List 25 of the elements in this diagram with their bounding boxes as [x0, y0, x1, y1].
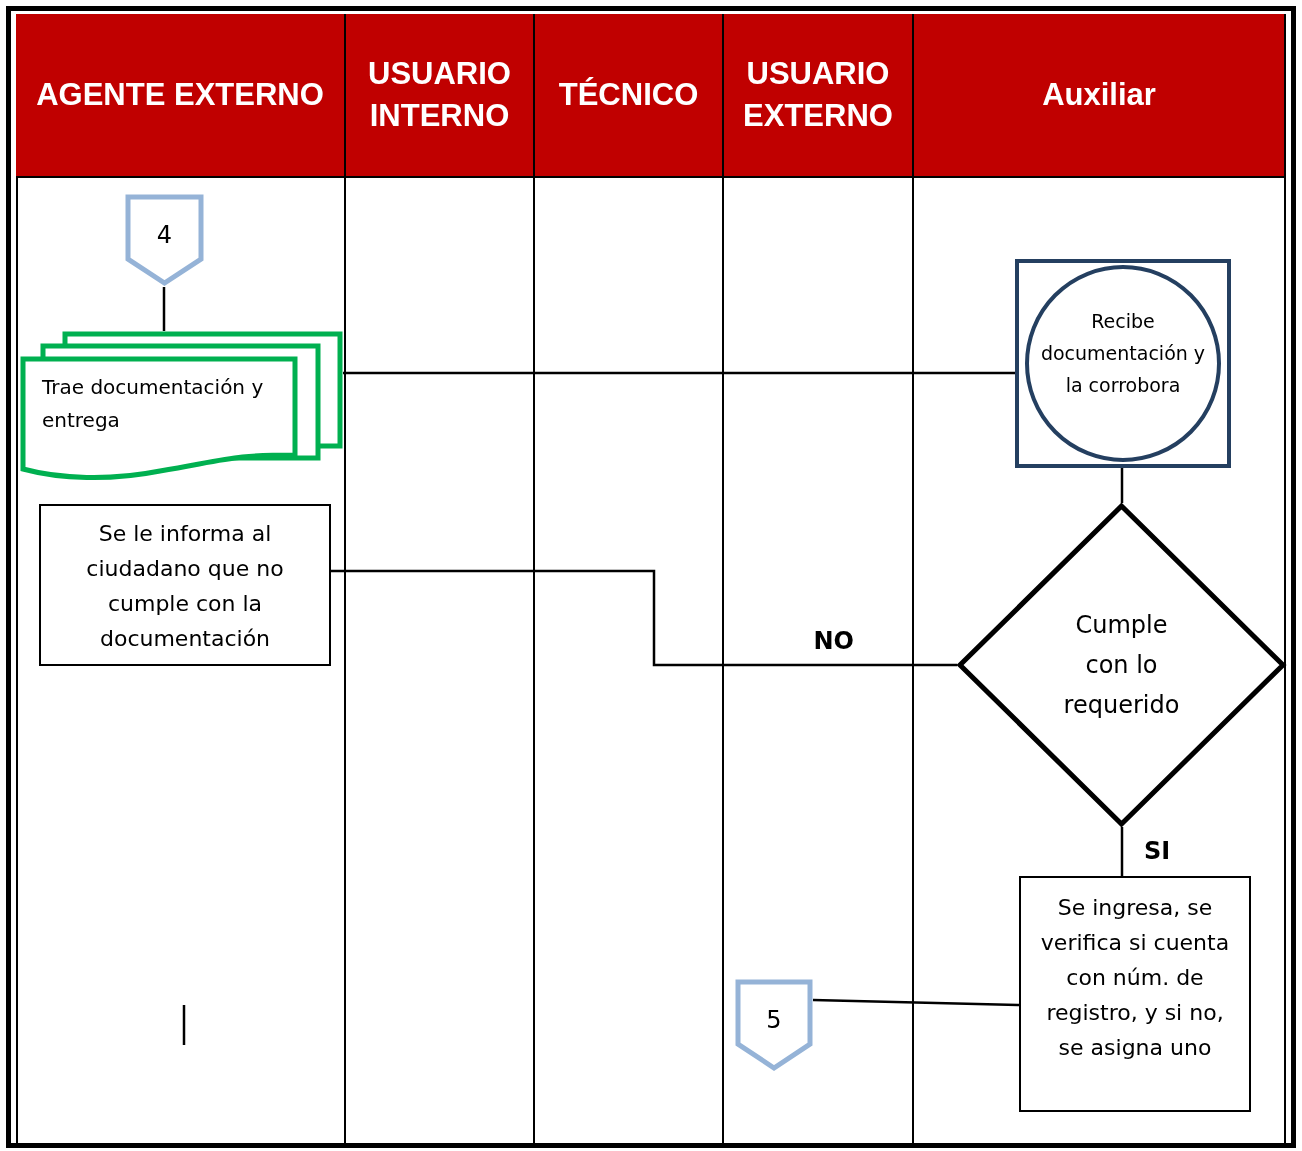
lane-header: AGENTE EXTERNO: [16, 14, 346, 178]
process-text: Trae documentación y entrega: [42, 374, 265, 434]
lane-header: Auxiliar: [914, 14, 1286, 178]
off-page-connector: [125, 194, 204, 287]
connector-line: [343, 371, 1015, 375]
multi-document-shape: [20, 331, 343, 481]
connector-number: 4: [155, 220, 174, 249]
process-text: Recibe documentación y la corrobora: [1039, 309, 1207, 398]
process-box: [39, 504, 331, 666]
decision-text: Cumple con lo requerido: [1062, 610, 1181, 721]
lane-header: USUARIO INTERNO: [346, 14, 535, 178]
off-page-connector: [735, 979, 813, 1072]
process-box: [1019, 876, 1251, 1112]
process-text: Se ingresa, se verifica si cuenta con núm. de registro, y si no, se asigna uno: [1039, 894, 1231, 1062]
decision-diamond: [957, 503, 1286, 827]
circle-in-square-shape: [1015, 259, 1231, 468]
connector-line: [1120, 827, 1124, 876]
connector-number: 5: [765, 1005, 783, 1034]
lane-header: USUARIO EXTERNO: [724, 14, 914, 178]
connector-line: [1120, 468, 1124, 503]
connector-line: [331, 569, 957, 667]
connector-line: [162, 287, 166, 331]
lane-header: TÉCNICO: [535, 14, 724, 178]
process-text: Se le informa al ciudadano que no cumple con la documentación: [85, 520, 285, 653]
connector-line: [812, 998, 1020, 1007]
